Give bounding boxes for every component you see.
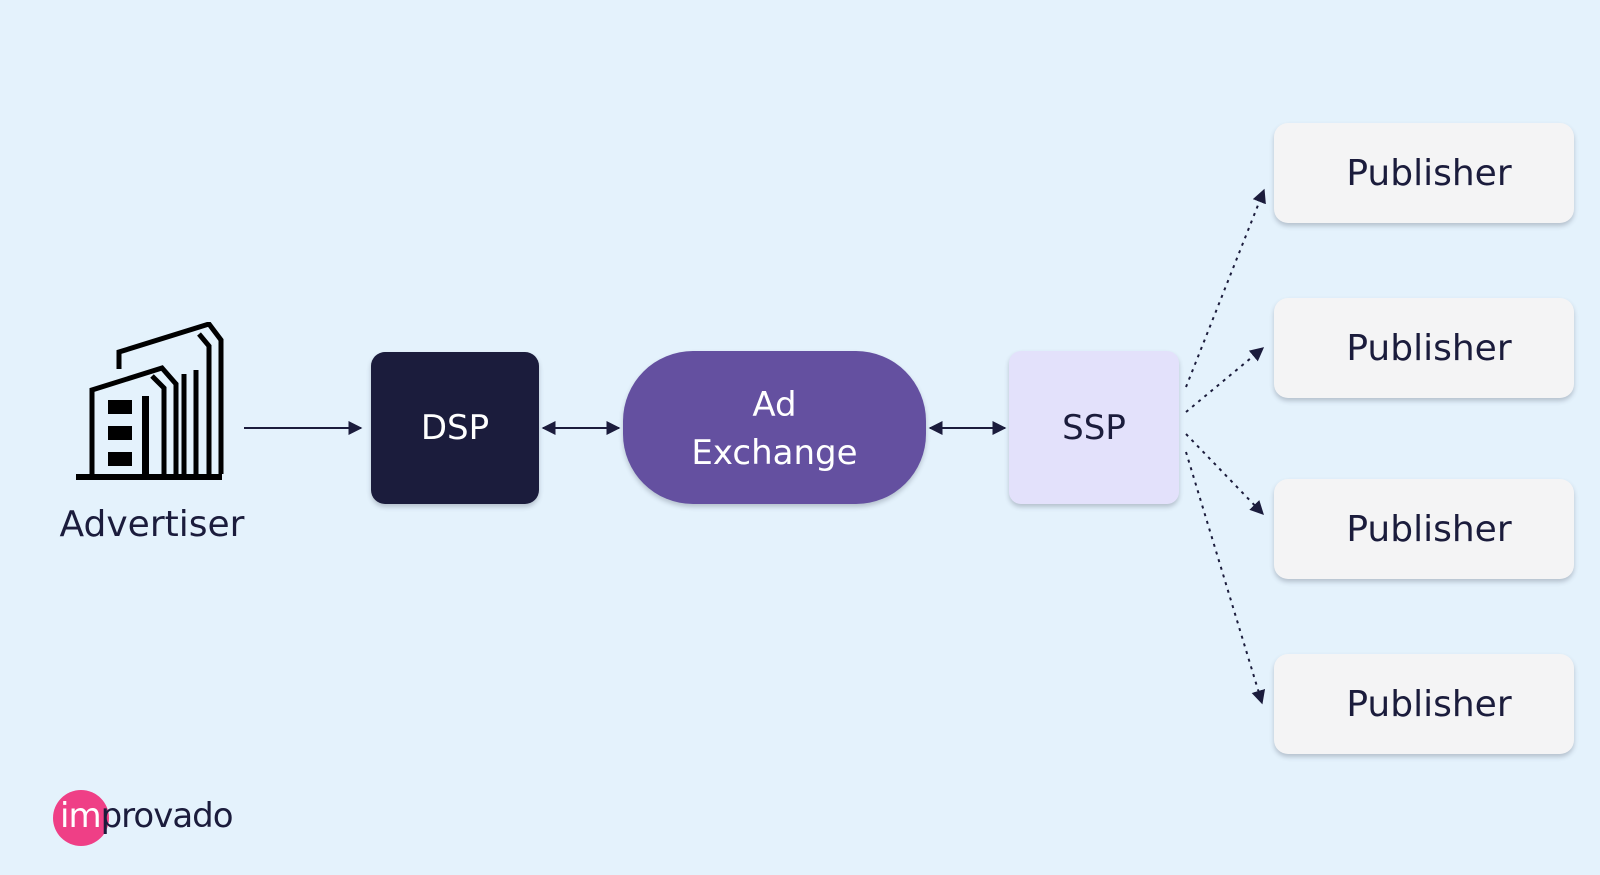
arrow-ssp-to-publisher-2 [1185,347,1265,413]
office-building-icon [76,322,224,480]
dsp-node: DSP [371,352,539,504]
improvado-logo: improvado [53,790,253,846]
ssp-node: SSP [1009,351,1179,504]
logo-circle [53,790,109,846]
publisher-label: Publisher [1346,327,1512,369]
publisher-node: Publisher [1274,298,1574,398]
advertiser-label: Advertiser [59,504,245,545]
publisher-label: Publisher [1346,508,1512,550]
ad-exchange-node: Ad Exchange [623,351,926,504]
arrow-ssp-to-publisher-1 [1185,188,1266,388]
arrow-ssp-to-publisher-4 [1185,451,1266,705]
advertiser-node: Advertiser [52,322,252,552]
publisher-label: Publisher [1346,683,1512,725]
publisher-node: Publisher [1274,479,1574,579]
publisher-node: Publisher [1274,654,1574,754]
logo-text-rest: provado [100,796,234,836]
ad-exchange-label: Ad Exchange [691,384,858,473]
logo-text-im: im [60,796,102,836]
ssp-label: SSP [1062,407,1126,448]
arrow-ssp-to-publisher-3 [1185,433,1264,516]
publisher-node: Publisher [1274,123,1574,223]
logo-wordmark: improvado [60,796,234,836]
publisher-label: Publisher [1346,152,1512,194]
dsp-label: DSP [420,408,490,448]
